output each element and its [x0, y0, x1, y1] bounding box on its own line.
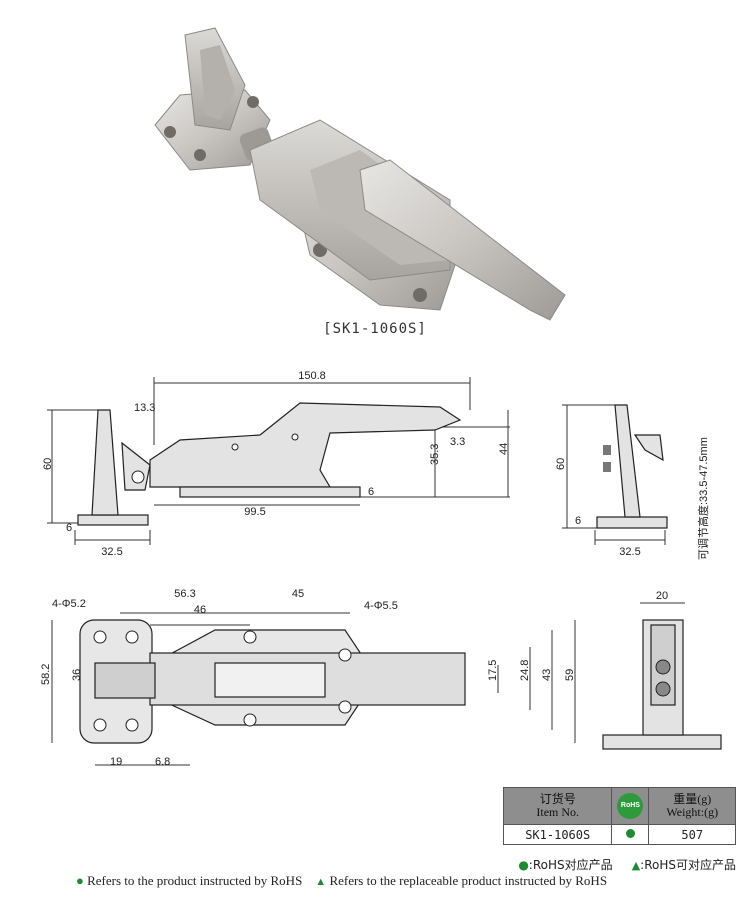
spec-header-weight: 重量(g) Weight:(g): [648, 787, 736, 825]
dim-base-width: 32.5: [101, 546, 122, 558]
dim-offset: 13.3: [134, 402, 155, 414]
dim-overall-height: 44: [498, 443, 510, 455]
small-dim-width: 20: [656, 590, 668, 602]
replaceable-triangle-icon: ▲: [315, 876, 327, 888]
product-caption: [SK1-1060S]: [323, 321, 427, 337]
spec-header-item: 订货号 Item No.: [502, 787, 613, 825]
dim-height-total: 60: [42, 458, 54, 470]
dim-handle-width: 24.8: [519, 660, 531, 681]
product-photo: [154, 27, 566, 321]
dim-handle-height: 35.3: [429, 444, 441, 465]
end-dim-base-width: 32.5: [619, 546, 640, 558]
dim-body-width: 43: [541, 669, 553, 681]
dim-hole-spacing: 36: [71, 669, 83, 681]
dim-span-c: 46: [194, 604, 206, 616]
legend-cn-replace: :RoHS可对应产品: [640, 858, 736, 872]
spec-table: 订货号 Item No. RoHS 重量(g) Weight:(g) SK1-1…: [502, 787, 736, 845]
dim-bottom-b: 6.8: [155, 756, 170, 768]
rohs-dot-icon: ●: [518, 858, 529, 872]
dim-overall-length: 150.8: [298, 370, 326, 382]
end-dim-base-thickness: 6: [575, 515, 581, 527]
item-no-cell: SK1-1060S: [502, 824, 613, 845]
side-view-drawing: 150.8 13.3 60 6 32.5 99.5 35.3 44 3.3 6: [42, 370, 510, 558]
end-dim-height-total: 60: [555, 458, 567, 470]
legend-en-rohs: Refers to the product instructed by RoHS: [87, 873, 303, 888]
dim-tip: 3.3: [450, 436, 465, 448]
dim-bottom-a: 19: [110, 756, 122, 768]
rohs-dot-icon: [625, 829, 635, 838]
replaceable-triangle-icon: ▲: [631, 859, 641, 872]
rohs-status-cell: [611, 824, 650, 845]
hole-label-left: 4-Φ5.2: [52, 598, 86, 610]
rohs-badge-icon: RoHS: [617, 793, 644, 819]
dim-span-b: 45: [292, 588, 304, 600]
dim-base-thickness: 6: [66, 522, 72, 534]
col3-cn: 重量(g): [673, 792, 712, 806]
weight-cell: 507: [648, 824, 736, 845]
end-view-drawing: 60 6 32.5 可调节高度:33.5-47.5mm: [555, 404, 710, 560]
dim-overall-width: 59: [564, 669, 576, 681]
col1-en: Item No.: [536, 805, 580, 819]
small-view-drawing: 20: [602, 590, 722, 750]
legend-en: ● Refers to the product instructed by Ro…: [76, 873, 607, 889]
top-view-drawing: 4-Φ5.2 4-Φ5.5 56.3 45 46 58.2 36 17.5 24…: [40, 588, 576, 768]
dim-span-a: 56.3: [174, 588, 195, 600]
legend-cn: ●:RoHS对应产品 ▲:RoHS可对应产品: [518, 856, 736, 873]
dim-lever-length: 99.5: [244, 506, 265, 518]
rohs-dot-icon: ●: [76, 873, 84, 888]
spec-header-rohs: RoHS: [611, 787, 650, 825]
col1-cn: 订货号: [539, 792, 576, 806]
dim-strike-thickness: 6: [368, 486, 374, 498]
col3-en: Weight:(g): [666, 805, 719, 819]
legend-cn-rohs: :RoHS对应产品: [528, 858, 613, 872]
adjust-height-note: 可调节高度:33.5-47.5mm: [696, 437, 710, 560]
dim-inner-width: 17.5: [487, 660, 499, 681]
hole-label-right: 4-Φ5.5: [364, 600, 398, 612]
legend-en-replace: Refers to the replaceable product instru…: [329, 873, 608, 888]
dim-plate-height: 58.2: [40, 664, 52, 685]
